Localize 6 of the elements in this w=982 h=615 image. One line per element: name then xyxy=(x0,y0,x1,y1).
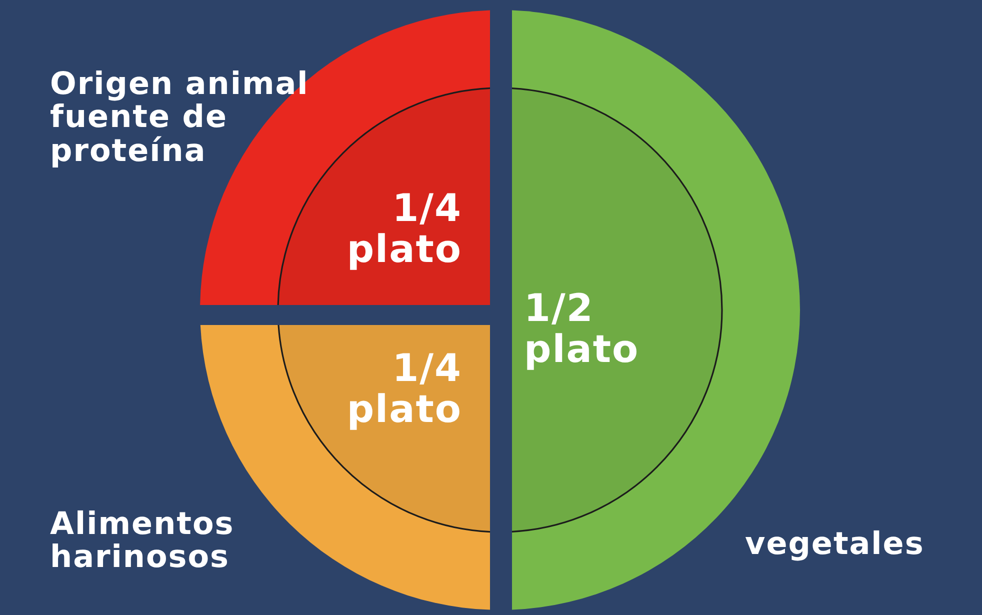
food-group-label: vegetales xyxy=(745,528,926,562)
food-group-label: Alimentos harinosos xyxy=(50,508,236,575)
food-group-label: Origen animal fuente de proteína xyxy=(50,68,310,168)
portion-label: 1/2 plato xyxy=(524,288,640,370)
portion-label: 1/4 plato xyxy=(346,188,462,270)
portion-label: 1/4 plato xyxy=(346,348,462,430)
